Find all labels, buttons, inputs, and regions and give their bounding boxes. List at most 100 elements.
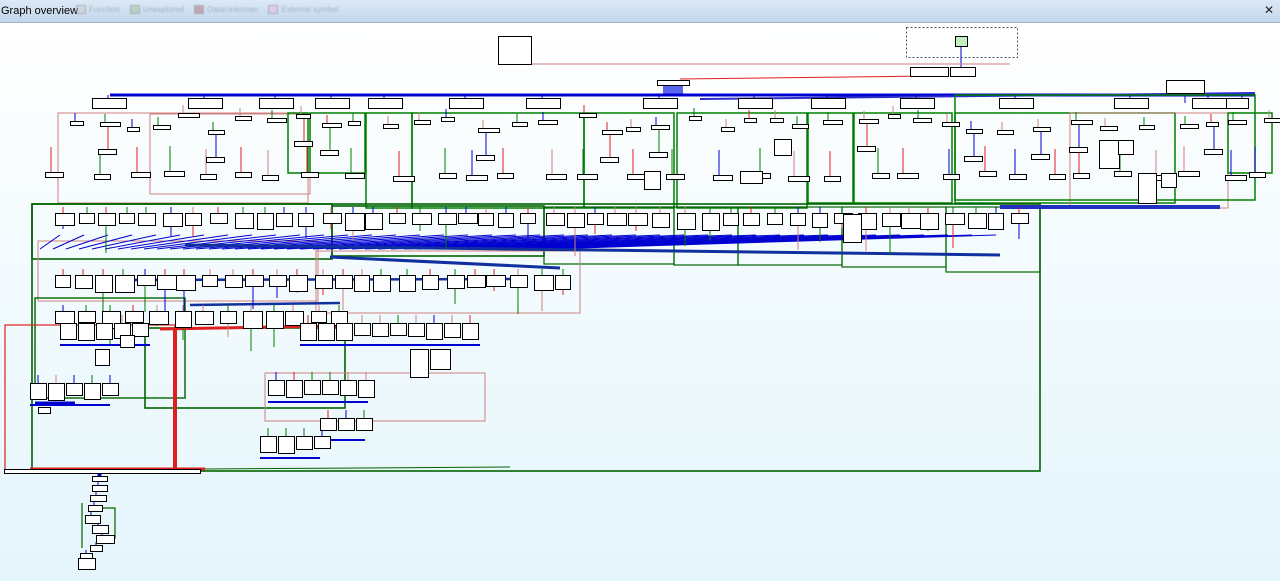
graph-node[interactable]: [942, 122, 960, 127]
graph-node[interactable]: [966, 129, 983, 134]
graph-node[interactable]: [546, 213, 565, 226]
graph-node[interactable]: [55, 311, 75, 324]
graph-node[interactable]: [988, 213, 1004, 230]
graph-node[interactable]: [626, 127, 641, 132]
graph-node[interactable]: [365, 213, 383, 230]
graph-node[interactable]: [414, 120, 431, 125]
graph-node[interactable]: [70, 121, 84, 126]
graph-node[interactable]: [738, 98, 773, 109]
graph-node[interactable]: [127, 127, 140, 132]
graph-node[interactable]: [95, 275, 113, 293]
graph-node[interactable]: [979, 171, 997, 177]
graph-node[interactable]: [652, 213, 670, 228]
graph-node[interactable]: [38, 407, 51, 414]
graph-node[interactable]: [259, 98, 294, 109]
graph-node[interactable]: [300, 323, 317, 341]
graph-node[interactable]: [1178, 171, 1200, 177]
graph-node[interactable]: [812, 213, 828, 228]
graph-node[interactable]: [358, 380, 375, 398]
graph-node[interactable]: [1099, 140, 1120, 169]
graph-node[interactable]: [289, 275, 308, 292]
graph-node[interactable]: [340, 380, 357, 396]
graph-node[interactable]: [314, 436, 331, 449]
graph-node[interactable]: [790, 213, 806, 226]
graph-node[interactable]: [1226, 98, 1249, 109]
graph-node[interactable]: [245, 275, 264, 287]
graph-node[interactable]: [257, 213, 274, 230]
graph-node[interactable]: [627, 174, 646, 180]
control-flow-graph[interactable]: [0, 23, 1280, 581]
graph-node[interactable]: [950, 67, 976, 77]
graph-node[interactable]: [296, 436, 313, 450]
graph-node[interactable]: [811, 98, 846, 109]
graph-node[interactable]: [579, 113, 597, 118]
graph-node[interactable]: [1100, 126, 1118, 131]
graph-node[interactable]: [534, 275, 554, 291]
graph-node[interactable]: [202, 275, 218, 287]
graph-node[interactable]: [296, 114, 311, 119]
graph-node[interactable]: [311, 311, 327, 323]
graph-node[interactable]: [98, 213, 116, 226]
graph-node[interactable]: [920, 213, 939, 230]
graph-node[interactable]: [1118, 140, 1134, 155]
graph-node[interactable]: [723, 213, 739, 226]
graph-node[interactable]: [1192, 98, 1227, 109]
graph-node[interactable]: [149, 311, 169, 325]
graph-node[interactable]: [178, 113, 200, 118]
graph-node[interactable]: [478, 128, 500, 133]
graph-node[interactable]: [792, 124, 809, 129]
graph-node[interactable]: [320, 150, 339, 156]
graph-node[interactable]: [206, 157, 225, 163]
graph-node[interactable]: [447, 275, 465, 289]
graph-node[interactable]: [1069, 147, 1088, 153]
graph-node[interactable]: [354, 275, 370, 292]
graph-node[interactable]: [304, 380, 321, 395]
graph-node[interactable]: [96, 323, 113, 340]
graph-node[interactable]: [823, 120, 843, 125]
graph-node[interactable]: [1204, 149, 1223, 155]
graph-node[interactable]: [301, 172, 319, 178]
graph-node[interactable]: [45, 172, 64, 178]
graph-node[interactable]: [393, 176, 415, 182]
graph-node[interactable]: [649, 152, 668, 158]
graph-node[interactable]: [115, 275, 135, 293]
graph-node[interactable]: [90, 545, 103, 552]
graph-node[interactable]: [315, 275, 333, 289]
graph-node[interactable]: [408, 323, 425, 337]
graph-node[interactable]: [1049, 174, 1066, 180]
graph-node[interactable]: [318, 323, 335, 341]
graph-node[interactable]: [131, 172, 151, 178]
graph-node[interactable]: [945, 213, 965, 225]
graph-node[interactable]: [577, 174, 598, 180]
graph-node[interactable]: [999, 98, 1034, 109]
graph-node[interactable]: [546, 174, 567, 180]
graph-node[interactable]: [294, 141, 313, 147]
graph-node[interactable]: [285, 311, 304, 326]
graph-node[interactable]: [208, 130, 225, 135]
graph-node[interactable]: [322, 380, 339, 395]
graph-node[interactable]: [320, 418, 337, 431]
graph-node[interactable]: [1114, 98, 1149, 109]
graph-node[interactable]: [389, 213, 406, 224]
graph-node[interactable]: [78, 558, 96, 570]
graph-node[interactable]: [4, 469, 201, 474]
graph-node[interactable]: [153, 125, 171, 130]
graph-node[interactable]: [235, 213, 254, 229]
graph-node[interactable]: [163, 213, 183, 227]
graph-node[interactable]: [628, 213, 648, 226]
graph-node[interactable]: [176, 275, 196, 291]
graph-node[interactable]: [486, 275, 506, 287]
graph-node[interactable]: [740, 171, 763, 184]
graph-node[interactable]: [897, 173, 919, 179]
graph-node[interactable]: [79, 213, 95, 224]
graph-node[interactable]: [467, 275, 486, 288]
graph-node[interactable]: [220, 311, 237, 324]
graph-node[interactable]: [462, 323, 479, 340]
graph-node[interactable]: [298, 213, 314, 227]
graph-node[interactable]: [262, 175, 279, 181]
graph-node[interactable]: [235, 172, 252, 178]
graph-node[interactable]: [497, 173, 514, 179]
graph-node[interactable]: [520, 213, 536, 224]
graph-node[interactable]: [94, 174, 111, 180]
graph-node[interactable]: [651, 125, 670, 130]
